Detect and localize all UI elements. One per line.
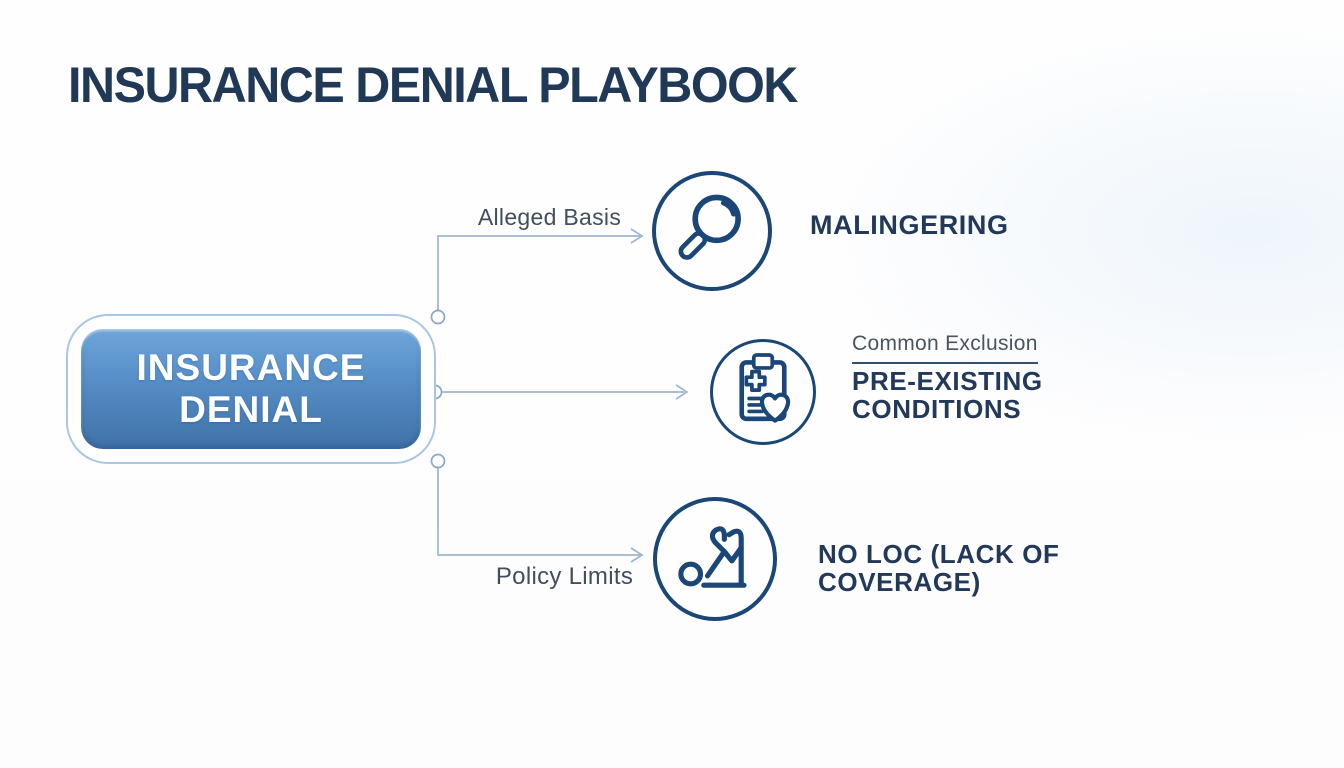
root-node-label: INSURANCE DENIAL (136, 347, 366, 430)
connector-policy-limits (437, 461, 640, 556)
arrowhead-alleged-basis (630, 228, 644, 244)
common-exclusion-eyebrow: Common Exclusion (852, 332, 1038, 364)
fallen-person-icon (678, 526, 747, 588)
malingering-heading: MALINGERING (810, 210, 1009, 240)
medical-clipboard-heart-icon (739, 353, 791, 423)
junction-dot-top (430, 309, 446, 325)
connector-alleged-basis (437, 235, 640, 316)
arrowhead-common-exclusion (675, 384, 689, 400)
pre-existing-node (710, 339, 816, 445)
junction-dot-bottom (430, 453, 446, 469)
malingering-node (652, 171, 772, 291)
magnifier-icon (678, 194, 741, 260)
connector-label-policy-limits: Policy Limits (495, 563, 634, 590)
page-title: INSURANCE DENIAL PLAYBOOK (68, 57, 798, 113)
no-loc-heading: NO LOC (LACK OF COVERAGE) (818, 539, 1060, 597)
pre-existing-heading: PRE-EXISTING CONDITIONS (852, 366, 1043, 424)
connector-label-alleged-basis: Alleged Basis (477, 204, 622, 230)
root-node: INSURANCE DENIAL (66, 314, 436, 464)
no-loc-node (653, 497, 777, 621)
arrowhead-policy-limits (630, 547, 644, 563)
root-node-button: INSURANCE DENIAL (81, 329, 421, 449)
